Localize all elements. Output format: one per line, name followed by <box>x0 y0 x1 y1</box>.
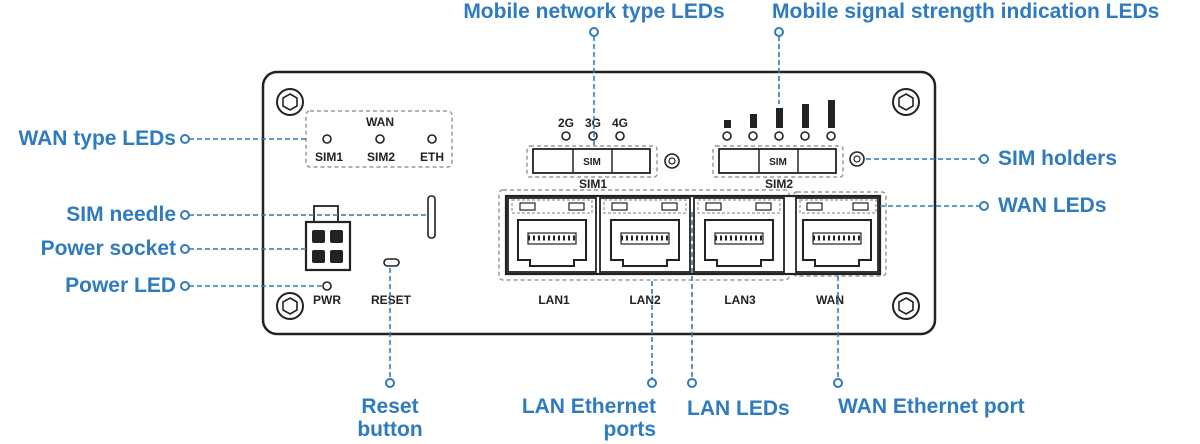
signal-bar-2 <box>750 114 757 128</box>
sim1-led <box>322 134 332 144</box>
wan-led-group-label: WAN <box>366 115 394 129</box>
lan2-port <box>599 197 691 273</box>
callout-reset-button-line1: Reset <box>361 395 419 418</box>
lan1-port <box>507 197 597 273</box>
callout-wan-ethernet-port: WAN Ethernet port <box>838 395 1025 418</box>
sim-needle <box>427 195 436 239</box>
callout-power-led: Power LED <box>65 274 176 297</box>
callout-sim-holders: SIM holders <box>998 147 1118 170</box>
led-2g <box>561 131 571 141</box>
eth-led <box>427 134 437 144</box>
sim2-holder-box <box>712 145 844 178</box>
sim1-holder-box <box>526 145 658 178</box>
signal-bar-5 <box>828 100 835 128</box>
lan2-label: LAN2 <box>629 293 661 307</box>
signal-led-1 <box>722 131 732 141</box>
signal-bar-3 <box>776 108 783 128</box>
callout-mobile-signal-strength-leds: Mobile signal strength indication LEDs <box>772 0 1160 23</box>
sim1-holder <box>532 148 651 174</box>
screw-bottom-right <box>892 292 920 320</box>
callout-lan-ethernet-ports-line1: LAN Ethernet <box>521 395 656 418</box>
led-3g <box>588 131 598 141</box>
callout-lan-ethernet-ports-line2: ports <box>603 418 657 441</box>
led-3g-label: 3G <box>585 116 601 130</box>
led-4g-label: 4G <box>612 116 628 130</box>
signal-led-4 <box>800 131 810 141</box>
sim2-label: SIM2 <box>765 177 793 191</box>
signal-led-3 <box>774 131 784 141</box>
wan-port-label: WAN <box>816 293 844 307</box>
callout-reset-button: Reset button <box>340 395 440 441</box>
wan-port <box>795 197 879 273</box>
callout-wan-type-leds: WAN type LEDs <box>18 127 176 150</box>
sim1-led-label: SIM1 <box>315 150 343 164</box>
sim1-label: SIM1 <box>579 177 607 191</box>
signal-led-2 <box>748 131 758 141</box>
sim2-slot-text: SIM <box>769 157 787 168</box>
led-4g <box>615 131 625 141</box>
power-led <box>322 281 332 291</box>
sim2-led <box>375 134 385 144</box>
callout-mobile-network-type-leds: Mobile network type LEDs <box>463 0 725 23</box>
eth-led-label: ETH <box>420 150 444 164</box>
led-2g-label: 2G <box>558 116 574 130</box>
sim1-slot-text: SIM <box>583 157 601 168</box>
signal-bar-1 <box>724 120 731 128</box>
callout-wan-leds: WAN LEDs <box>998 194 1107 217</box>
screw-top-left <box>276 88 304 116</box>
leader-lines <box>189 36 980 379</box>
leader-endpoints <box>180 27 989 388</box>
callout-power-socket: Power socket <box>40 237 176 260</box>
signal-bar-4 <box>802 104 809 128</box>
signal-led-5 <box>826 131 836 141</box>
lan3-port <box>693 197 785 273</box>
reset-button <box>383 258 400 267</box>
sim2-holder <box>718 148 837 174</box>
screw-top-right <box>892 88 920 116</box>
lan1-label: LAN1 <box>538 293 570 307</box>
lan3-label: LAN3 <box>724 293 756 307</box>
sim2-led-label: SIM2 <box>367 150 395 164</box>
reset-label: RESET <box>371 293 412 307</box>
power-socket <box>304 205 352 272</box>
callout-sim-needle: SIM needle <box>66 203 176 226</box>
callout-lan-ethernet-ports: LAN Ethernet ports <box>522 395 656 441</box>
pwr-label: PWR <box>313 293 341 307</box>
screw-bottom-left <box>276 292 304 320</box>
callout-reset-button-line2: button <box>357 418 423 441</box>
callout-lan-leds: LAN LEDs <box>687 397 790 420</box>
